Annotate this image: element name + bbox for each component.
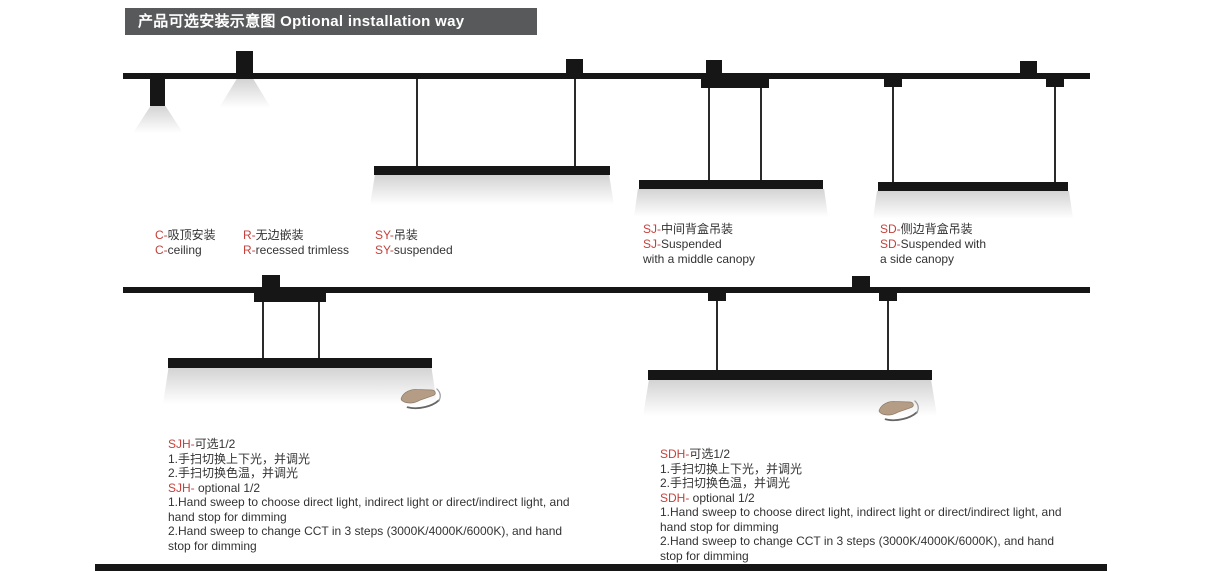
- code-text: C-: [155, 228, 168, 242]
- label-line-cn: SD-侧边背盒吊装: [880, 222, 973, 236]
- code-text: SJ-: [643, 237, 661, 251]
- sdh-luminaire: [648, 370, 932, 380]
- code-text: SDH-: [660, 490, 690, 505]
- sd-luminaire: [878, 182, 1068, 191]
- sdh-wire-left: [716, 301, 718, 370]
- code-text: SDH-: [660, 447, 690, 461]
- sd-wire-left: [892, 87, 894, 182]
- desc-line: 2.Hand sweep to change CCT in 3 steps (3…: [168, 524, 563, 553]
- label-line-cn: SJ-中间背盒吊装: [643, 222, 734, 236]
- install-label-c: C-吸顶安装 C-ceiling: [155, 228, 216, 258]
- install-label-sy: SY-吊装 SY-suspended: [375, 228, 453, 258]
- hand-sweep-icon: [874, 392, 922, 425]
- desc-title-cn: SJH-可选1/2: [168, 437, 236, 451]
- desc-title-en: SJH- optional 1/2: [168, 480, 261, 495]
- sy-ceiling-box: [566, 59, 583, 73]
- label-line-en: R-recessed trimless: [243, 243, 350, 257]
- code-text: SJ-: [643, 222, 661, 236]
- code-text: SJH-: [168, 437, 195, 451]
- desc-line: 1.手扫切换上下光，并调光: [168, 451, 311, 466]
- code-text: SY-: [375, 243, 394, 257]
- sdh-description: SDH-可选1/2 1.手扫切换上下光，并调光 2.手扫切换色温，并调光 SDH…: [660, 447, 1062, 563]
- sjh-wire-right: [318, 302, 320, 358]
- sd-wire-right: [1054, 87, 1056, 182]
- c-mount-block: [150, 79, 165, 106]
- sy-wire-left: [416, 79, 418, 166]
- sdh-ceiling-box: [852, 276, 870, 287]
- c-light-beam: [133, 106, 183, 133]
- label-line-en: SJ-Suspended: [643, 237, 722, 251]
- desc-line: 1.手扫切换上下光，并调光: [660, 461, 803, 476]
- sjh-description: SJH-可选1/2 1.手扫切换上下光，并调光 2.手扫切换色温，并调光 SJH…: [168, 437, 570, 553]
- sy-luminaire: [374, 166, 610, 175]
- code-text: SJH-: [168, 480, 195, 495]
- sj-ceiling-box: [706, 60, 722, 73]
- code-text: SD-: [880, 237, 901, 251]
- footer-bar: [95, 564, 1107, 571]
- label-line-en: SD-Suspended with: [880, 237, 987, 251]
- sy-light-beam: [370, 175, 614, 205]
- sj-middle-canopy: [701, 79, 769, 88]
- sy-wire-right: [574, 79, 576, 166]
- install-label-sj: SJ-中间背盒吊装 SJ-Suspended with a middle can…: [643, 222, 755, 267]
- code-text: C-: [155, 243, 168, 257]
- code-text: R-: [243, 243, 256, 257]
- label-line-cn: R-无边嵌装: [243, 228, 304, 242]
- sd-ceiling-box: [1020, 61, 1037, 73]
- r-light-beam: [219, 79, 271, 108]
- sjh-luminaire: [168, 358, 432, 368]
- sdh-wire-right: [887, 301, 889, 370]
- sjh-light-beam: [163, 368, 437, 404]
- label-line-en2: a side canopy: [880, 252, 955, 266]
- sj-wire-left: [708, 88, 710, 180]
- sd-side-canopy-left: [884, 79, 902, 87]
- sjh-wire-left: [262, 302, 264, 358]
- label-line-cn: SY-吊装: [375, 228, 418, 242]
- code-text: R-: [243, 228, 256, 242]
- label-line-en: C-ceiling: [155, 243, 202, 257]
- code-text: SD-: [880, 222, 901, 236]
- install-label-sd: SD-侧边背盒吊装 SD-Suspended with a side canop…: [880, 222, 986, 267]
- sj-luminaire: [639, 180, 823, 189]
- install-label-r: R-无边嵌装 R-recessed trimless: [243, 228, 349, 258]
- desc-line: 1.Hand sweep to choose direct light, ind…: [168, 495, 570, 524]
- sjh-middle-canopy: [254, 293, 326, 302]
- code-text: SY-: [375, 228, 394, 242]
- desc-line: 2.Hand sweep to change CCT in 3 steps (3…: [660, 534, 1055, 563]
- desc-title-en: SDH- optional 1/2: [660, 490, 755, 505]
- label-line-cn: C-吸顶安装: [155, 228, 216, 242]
- desc-line: 2.手扫切换色温，并调光: [168, 466, 299, 480]
- ceiling-line-top: [123, 73, 1090, 79]
- hand-sweep-icon: [396, 380, 444, 413]
- sdh-side-canopy-left: [708, 293, 726, 301]
- sj-light-beam: [634, 189, 828, 217]
- desc-line: 2.手扫切换色温，并调光: [660, 476, 791, 490]
- sd-side-canopy-right: [1046, 79, 1064, 87]
- sd-light-beam: [873, 191, 1073, 219]
- sdh-side-canopy-right: [879, 293, 897, 301]
- label-line-en: SY-suspended: [375, 243, 453, 257]
- sj-wire-right: [760, 88, 762, 180]
- ceiling-line-bottom: [123, 287, 1090, 293]
- r-recessed-block: [236, 51, 253, 73]
- label-line-en2: with a middle canopy: [643, 252, 756, 266]
- sjh-ceiling-box: [262, 275, 280, 287]
- page-title: 产品可选安装示意图 Optional installation way: [125, 8, 537, 35]
- desc-line: 1.Hand sweep to choose direct light, ind…: [660, 505, 1062, 534]
- desc-title-cn: SDH-可选1/2: [660, 447, 731, 461]
